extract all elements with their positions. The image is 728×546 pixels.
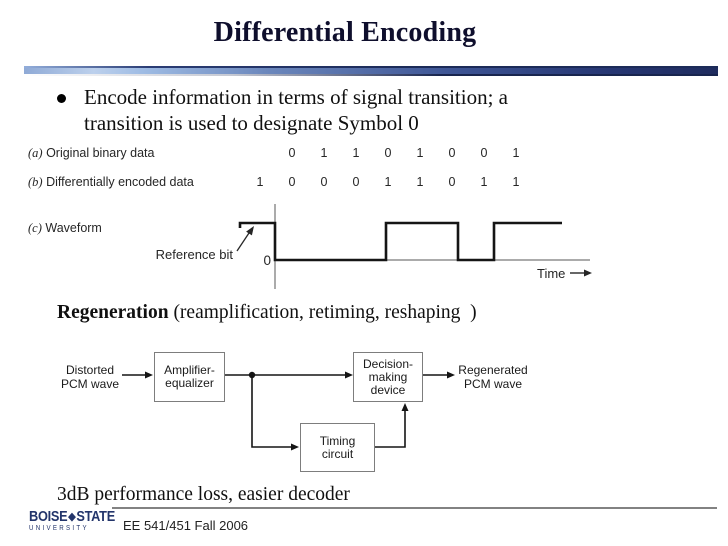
time-label: Time [537, 266, 565, 281]
amplifier-box-line2: equalizer [165, 376, 214, 390]
diagram-output-label: Regenerated PCM wave [458, 363, 528, 391]
timing-in-arrowhead [291, 443, 299, 451]
bit-b-3: 0 [352, 175, 360, 189]
reference-bit-label: Reference bit [156, 247, 234, 262]
amp-to-decision-arrowhead [345, 371, 353, 379]
regeneration-line: Regeneration (reamplification, retiming,… [57, 302, 477, 324]
zero-label: 0 [263, 253, 271, 268]
bit-a-6: 0 [480, 146, 488, 160]
bit-b-8: 1 [512, 175, 520, 189]
regeneration-bold: Regeneration [57, 302, 169, 323]
timing-out-arrowhead [401, 403, 409, 411]
boise-state-logo: BOISE◆STATE UNIVERSITY [29, 510, 115, 532]
timing-to-decision-line [375, 410, 406, 448]
bit-b-7: 1 [480, 175, 488, 189]
logo-word-boise: BOISE [29, 509, 68, 525]
bit-b-5: 1 [416, 175, 424, 189]
bit-b-6: 0 [448, 175, 456, 189]
figure-row-b-label: (b) Differentially encoded data [28, 175, 194, 190]
bit-b-4: 1 [384, 175, 392, 189]
output-arrowhead [447, 371, 455, 379]
row-c-caption: Waveform [45, 221, 102, 235]
bottom-note: 3dB performance loss, easier decoder [57, 484, 350, 505]
regeneration-rest: (reamplification, retiming, reshaping ) [168, 302, 477, 323]
timing-box-line1: Timing [319, 433, 356, 448]
timing-box-line2: circuit [321, 446, 354, 461]
timing-circuit-box: Timing circuit [300, 423, 375, 472]
amplifier-box-line1: Amplifier- [164, 363, 215, 377]
row-a-caption: Original binary data [46, 146, 155, 160]
reference-bit-arrowhead [246, 226, 254, 236]
title-separator-topline [24, 66, 718, 68]
bit-a-7: 1 [512, 146, 520, 160]
bit-a-4: 1 [416, 146, 424, 160]
logo-university-text: UNIVERSITY [29, 525, 89, 532]
input-arrowhead [145, 371, 153, 379]
logo-word-state: STATE [76, 509, 115, 525]
time-arrowhead [584, 269, 592, 277]
junction-dot [248, 371, 256, 379]
bullet-icon [57, 94, 66, 103]
decision-box-line2: making [368, 369, 408, 384]
bit-b-0: 1 [256, 175, 264, 189]
title-separator-bottomline [24, 74, 718, 76]
logo-diamond-icon: ◆ [68, 511, 76, 523]
waveform-trace [238, 221, 562, 262]
bit-a-3: 0 [384, 146, 392, 160]
logo-wordmark: BOISE◆STATE [29, 509, 115, 525]
amplifier-equalizer-box: Amplifier- equalizer [154, 352, 225, 402]
figure-row-c-label: (c) Waveform [28, 221, 102, 236]
row-c-letter: (c) [28, 221, 42, 235]
footer-divider [112, 507, 717, 509]
figure-row-a-label: (a) Original binary data [28, 146, 154, 161]
reference-bit-arrow-line [236, 232, 250, 252]
bullet-text: Encode information in terms of signal tr… [84, 85, 508, 135]
bit-a-2: 1 [352, 146, 360, 160]
title-separator-band [24, 68, 718, 74]
decision-making-device-box: Decision- making device [353, 352, 423, 402]
decision-box-line3: device [370, 382, 406, 397]
bit-b-1: 0 [288, 175, 296, 189]
bit-a-0: 0 [288, 146, 296, 160]
row-b-caption: Differentially encoded data [46, 175, 194, 189]
decision-box-line1: Decision- [362, 356, 413, 371]
bit-a-1: 1 [320, 146, 328, 160]
bit-b-2: 0 [320, 175, 328, 189]
page-title: Differential Encoding [213, 17, 477, 48]
footer-course-label: EE 541/451 Fall 2006 [123, 518, 249, 533]
row-b-letter: (b) [28, 175, 43, 189]
bit-a-5: 0 [448, 146, 456, 160]
junction-to-timing-line [251, 375, 292, 448]
row-a-letter: (a) [28, 146, 43, 160]
diagram-input-label: Distorted PCM wave [60, 363, 119, 391]
